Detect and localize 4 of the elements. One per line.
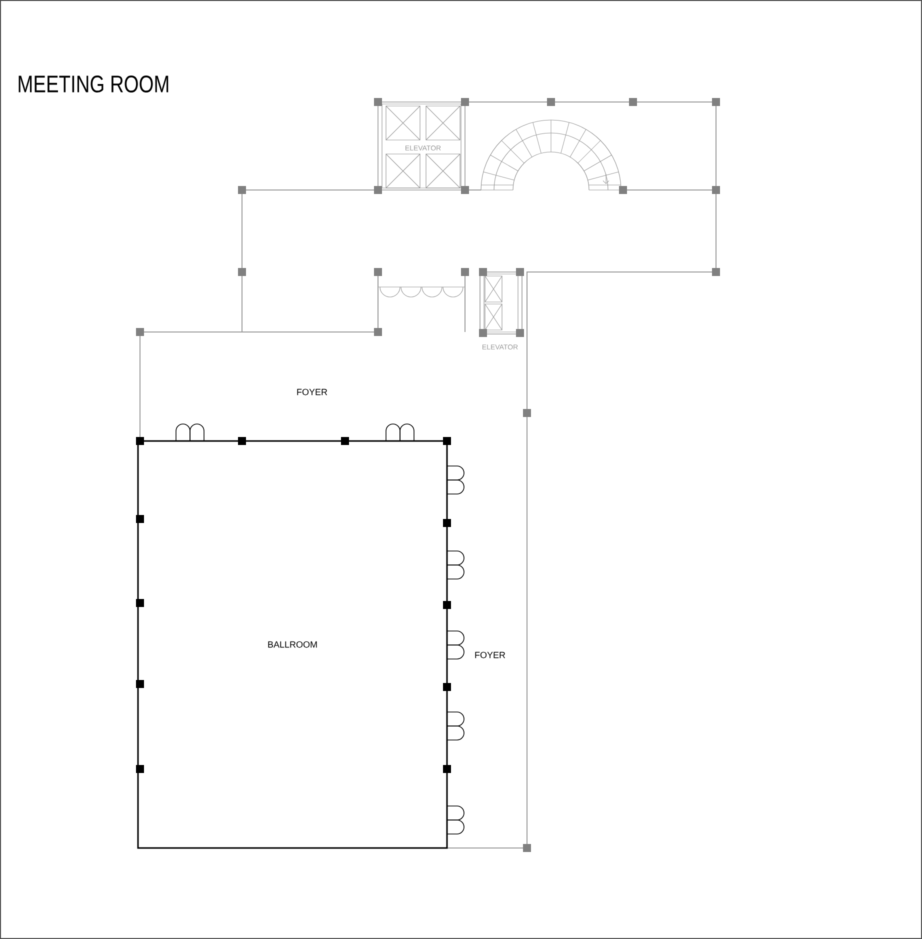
room-label: FOYER xyxy=(297,388,328,396)
title: MEETING ROOM xyxy=(18,76,168,92)
ballroom-room: BALLROOM xyxy=(137,440,448,849)
room-label: FOYER xyxy=(475,652,506,658)
